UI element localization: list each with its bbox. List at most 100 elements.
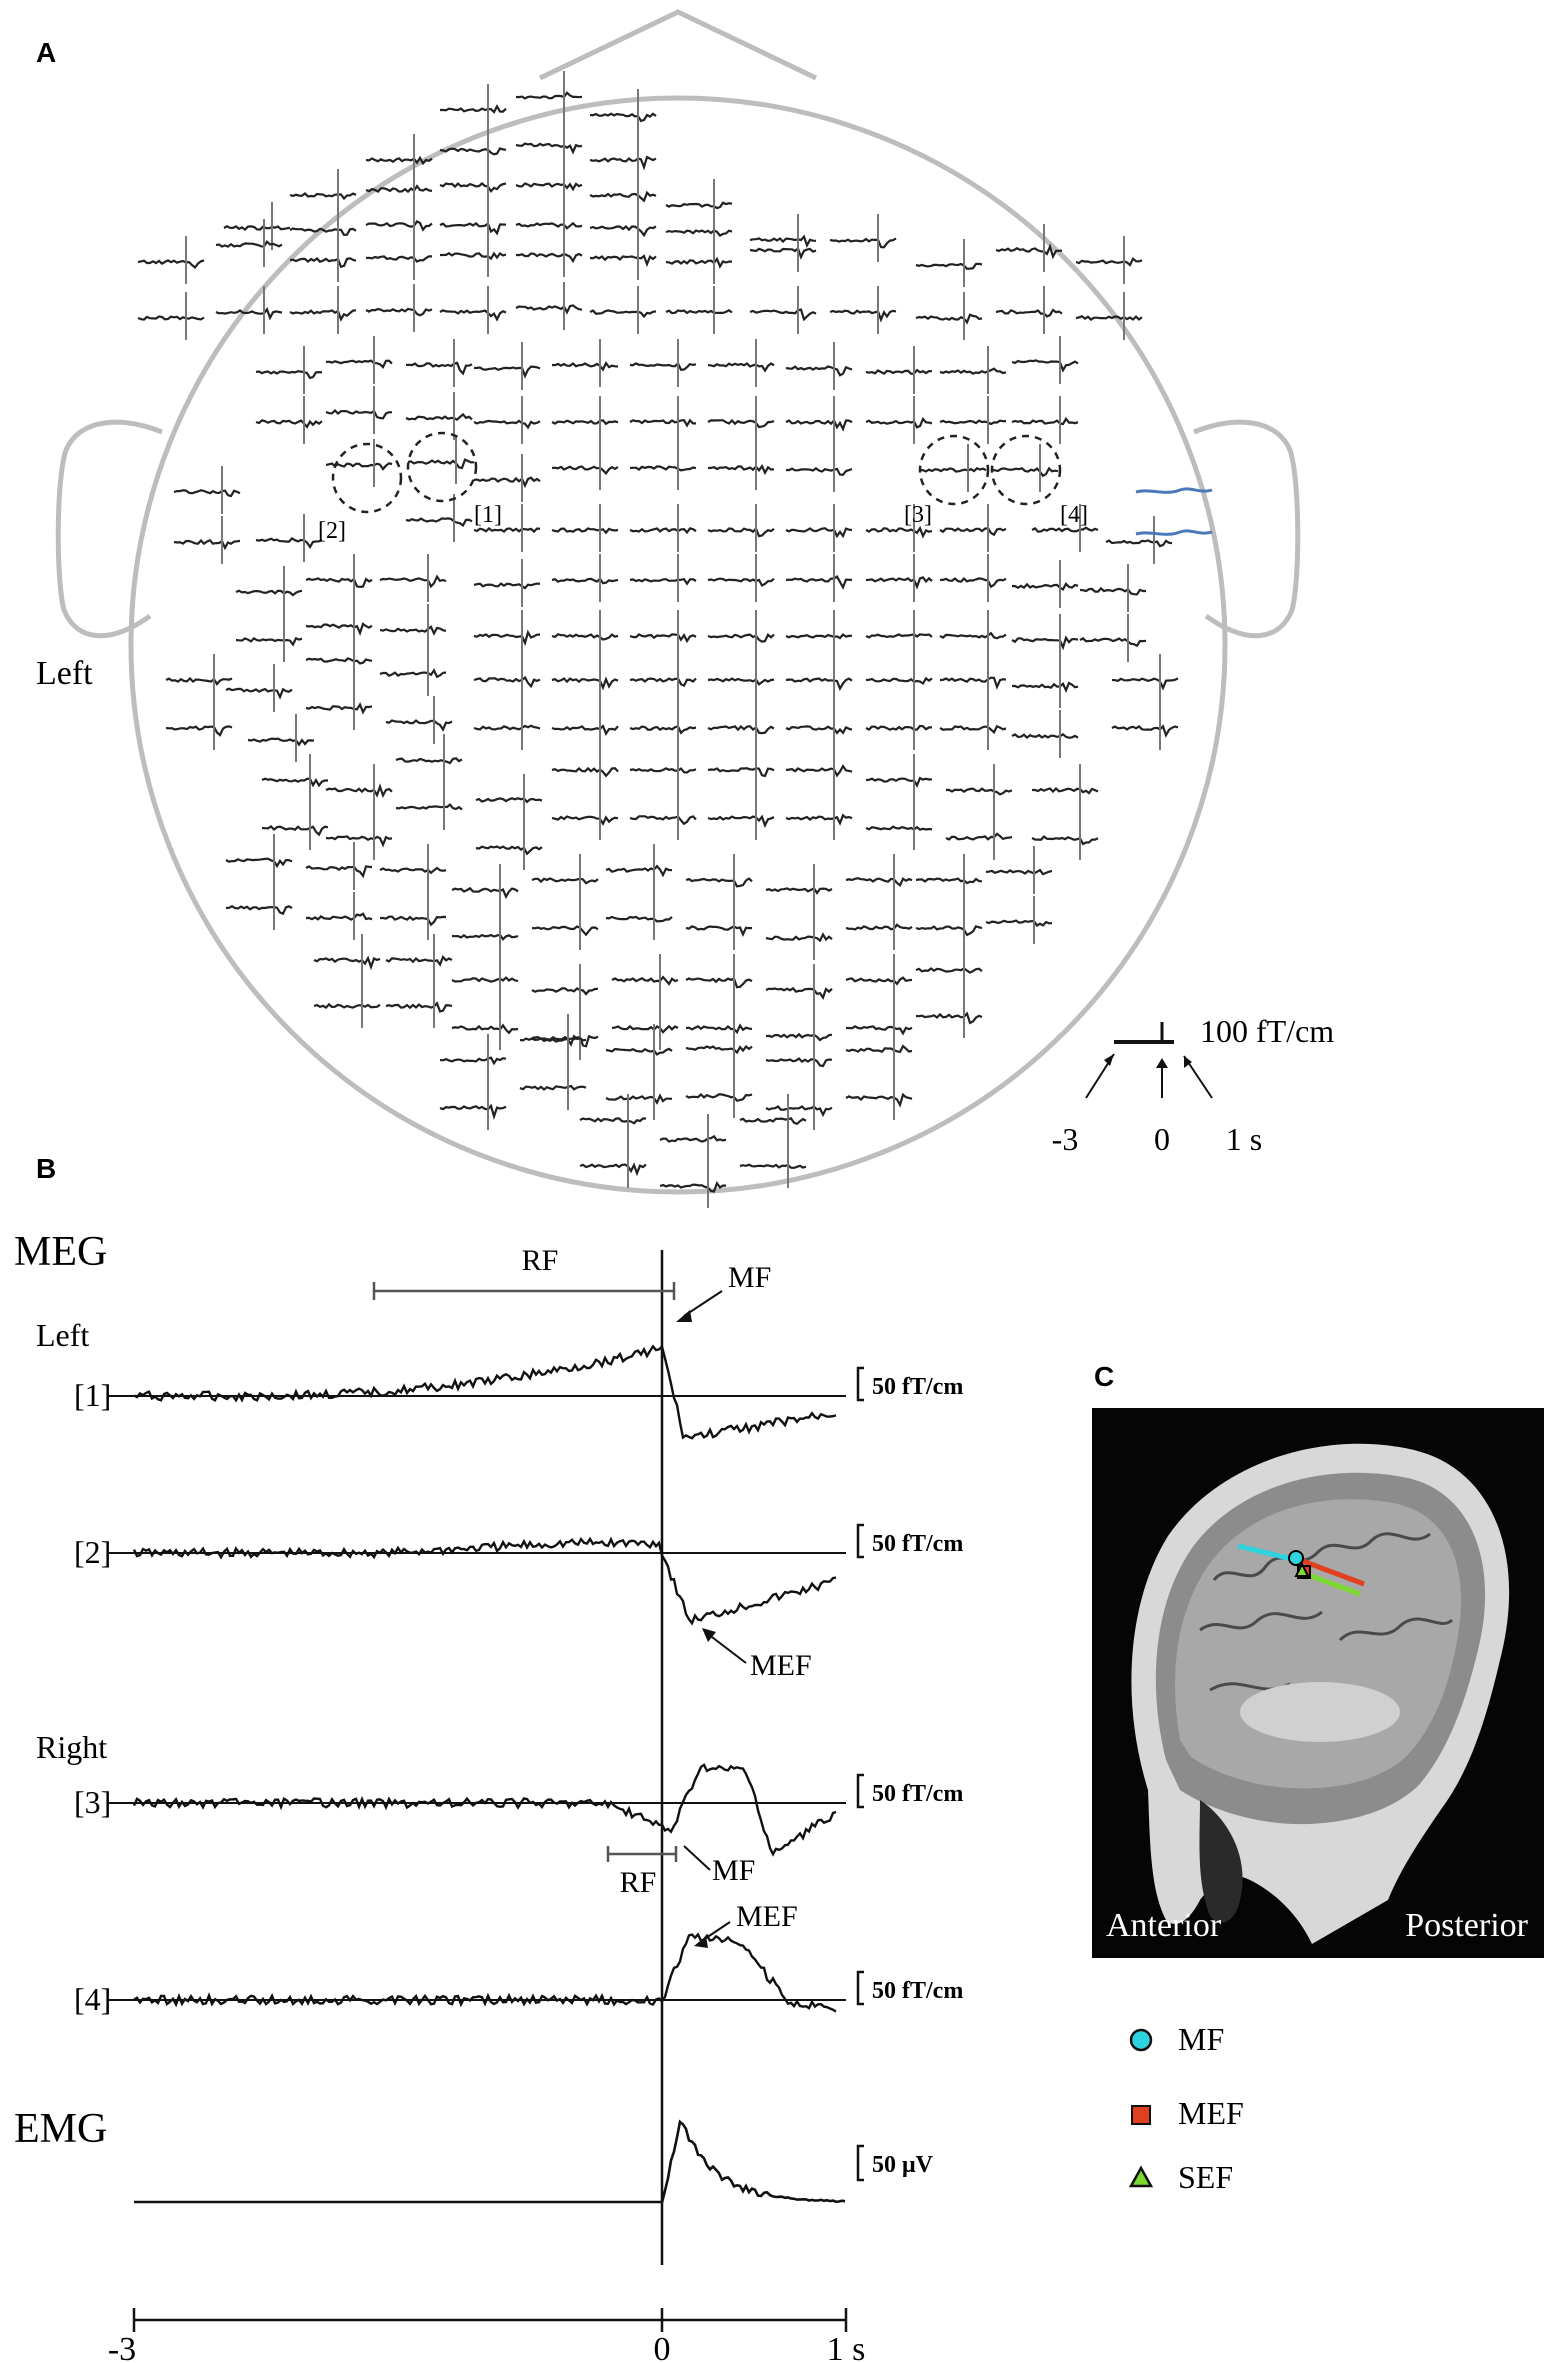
sensor-trace (765, 912, 833, 960)
sensor-trace (765, 864, 833, 912)
circled-sensor-label-1: [1] (474, 502, 502, 528)
sensor-trace (165, 654, 233, 702)
sensor-trace (247, 714, 315, 762)
mf-arrow-1 (683, 1290, 723, 1317)
sensor-trace (261, 754, 328, 802)
trace-scale-label: 50 fT/cm (872, 1374, 963, 1400)
sensor-trace (405, 339, 473, 387)
sensor-trace (865, 504, 933, 552)
sensor-trace (707, 396, 775, 444)
panel-a-label: A (36, 37, 56, 68)
sensor-grid (137, 71, 1179, 1208)
sensor-trace (629, 339, 697, 387)
scale-bar (1085, 1022, 1213, 1099)
sensor-trace (915, 902, 983, 950)
sensor-trace (707, 792, 775, 840)
sensor-trace (579, 1094, 646, 1142)
scale-value: 100 fT/cm (1200, 1013, 1334, 1049)
sensor-trace (439, 286, 507, 334)
sensor-trace (749, 214, 817, 262)
sensor-trace (313, 934, 381, 982)
meg-waveform (132, 1536, 837, 1626)
sensor-trace (325, 336, 393, 384)
sensor-circle-4 (990, 434, 1062, 506)
trace-id-label: [2] (74, 1534, 111, 1570)
sensor-trace (991, 444, 1059, 492)
sensor-trace (215, 286, 283, 334)
sensor-trace (1075, 292, 1143, 340)
sensor-trace (749, 224, 817, 272)
sensor-trace (605, 1024, 673, 1072)
mef-label-2: MEF (750, 1649, 812, 1682)
time-tick-start: -3 (108, 2331, 136, 2363)
trace-id-label: [4] (74, 1981, 111, 2017)
sensor-trace (223, 202, 291, 250)
sensor-trace (305, 682, 373, 730)
sensor-trace (785, 744, 853, 792)
sensor-trace (939, 346, 1007, 394)
panel-b: B MEG Left Right EMG RF MF 50 fT/cm[1]50… (14, 1153, 963, 2363)
legend-marker-sef (1128, 2165, 1154, 2188)
sensor-trace (137, 236, 205, 284)
sensor-trace (473, 654, 541, 702)
sensor-trace (785, 504, 853, 552)
sensor-trace (915, 990, 983, 1038)
sensor-trace (515, 229, 583, 277)
sensor-trace (395, 734, 463, 782)
sensor-trace (685, 854, 753, 902)
sensor-trace (845, 1072, 913, 1120)
sensor-trace (785, 702, 853, 750)
rf-label-3: RF (620, 1866, 657, 1899)
emg-scale-bracket (856, 2144, 864, 2182)
sensor-trace (845, 1024, 913, 1072)
sensor-trace (379, 648, 447, 696)
legend-label-sef: SEF (1178, 2159, 1233, 2195)
sensor-trace (325, 812, 393, 860)
sensor-trace (611, 1002, 679, 1050)
highlighted-sensor (1135, 487, 1213, 536)
mf-dipole-line (1237, 1543, 1297, 1563)
sensor-trace (531, 902, 599, 950)
sensor-trace (707, 339, 775, 387)
sensor-trace (235, 566, 303, 614)
sensor-trace (173, 516, 241, 564)
scale-tick-zero: 0 (1154, 1121, 1170, 1157)
sensor-trace (915, 239, 983, 287)
sensor-trace (785, 396, 853, 444)
sensor-trace (785, 610, 853, 658)
legend: MF MEF SEF (1128, 2021, 1244, 2195)
legend-label-mf: MF (1178, 2021, 1224, 2057)
sensor-trace (1079, 614, 1147, 662)
circled-sensor-label-2: [2] (318, 518, 346, 544)
sensor-trace (305, 892, 373, 940)
sensor-trace (707, 610, 775, 658)
sensor-trace (865, 702, 932, 750)
left-group-label: Left (36, 1317, 89, 1353)
sensor-trace (551, 339, 619, 387)
mf-label-3: MF (712, 1854, 755, 1887)
emg-trace-row: 50 μV (134, 2119, 934, 2204)
sensor-trace (1011, 560, 1079, 608)
legend-label-mef: MEF (1178, 2095, 1244, 2131)
sensor-trace (589, 169, 657, 217)
trace-scale-label: 50 fT/cm (872, 1531, 963, 1557)
sensor-trace (289, 286, 357, 334)
sensor-trace (365, 232, 432, 280)
sensor-trace (589, 286, 657, 334)
sensor-trace (589, 202, 657, 250)
meg-trace-row-2: 50 fT/cm [2] (74, 1523, 963, 1626)
sensor-trace (1011, 336, 1079, 384)
rf-bracket-1 (372, 1282, 676, 1300)
trace-id-label: [3] (74, 1784, 111, 1820)
sensor-trace (531, 964, 599, 1012)
sensor-trace (659, 1160, 726, 1208)
sensor-trace (665, 286, 733, 334)
sensor-trace (845, 954, 913, 1002)
mf-arrowhead-1 (676, 1310, 692, 1322)
sensor-trace (765, 1034, 833, 1082)
sensor-trace (829, 214, 897, 262)
meg-waveform (133, 1932, 837, 2013)
sensor-trace (629, 396, 696, 444)
sensor-trace (659, 1114, 727, 1162)
